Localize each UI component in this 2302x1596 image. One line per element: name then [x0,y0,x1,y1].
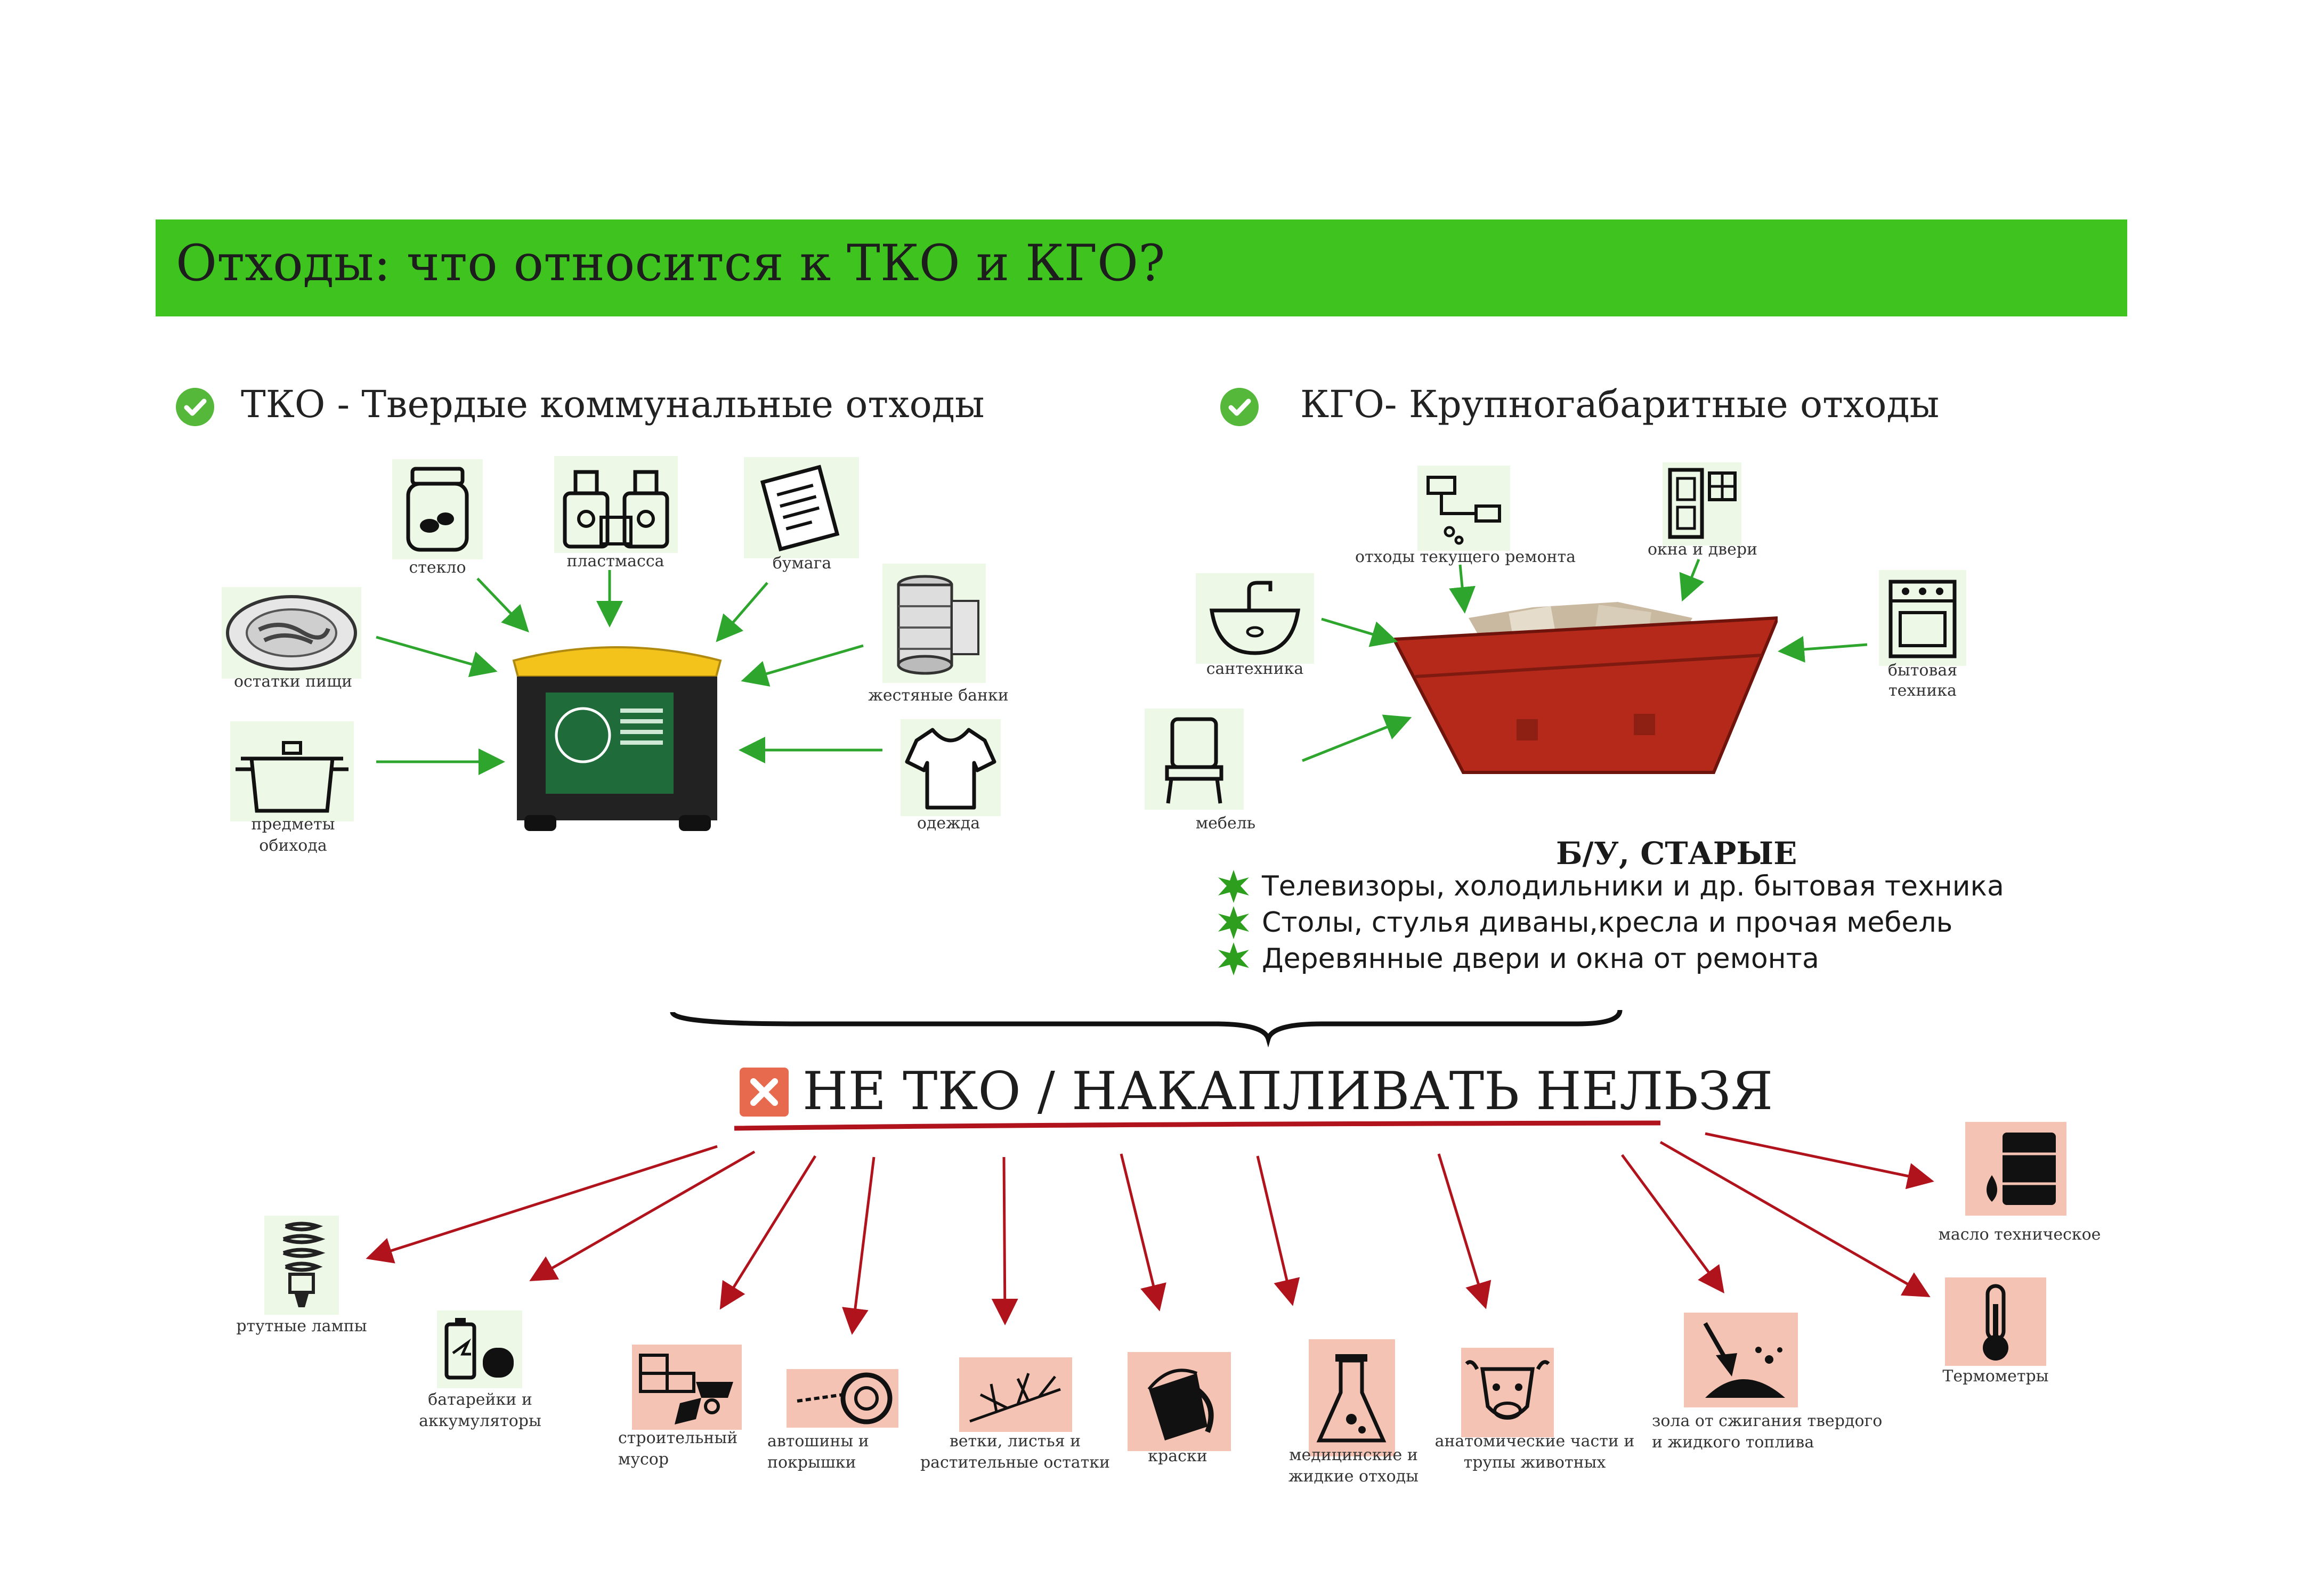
pot-icon [230,721,354,821]
ash-label: зола от сжигания твердого и жидкого топл… [1652,1412,1883,1452]
plastic-label: пластмасса [566,552,664,571]
not-tko-heading: НЕ ТКО / НАКАПЛИВАТЬ НЕЛЬЗЯ [803,1061,1773,1122]
construction-label: строительный мусор [618,1429,738,1469]
list-item: Столы, стулья диваны,кресла и прочая меб… [1216,905,2004,941]
clothes-label: одежда [917,814,980,833]
sink-icon [1196,573,1314,664]
check-icon [176,388,214,426]
tires-label: автошины и покрышки [767,1432,869,1472]
paper-icon [744,457,859,558]
windows-label: окна и двери [1647,540,1758,559]
list-item-text: Телевизоры, холодильники и др. бытовая т… [1262,870,2004,902]
star-icon [1218,942,1249,975]
branches-label: ветки, листья и растительные остатки [920,1432,1111,1472]
plastic-bottles-icon [554,456,678,553]
chair-icon [1145,709,1244,810]
household-label: предметы обихода [251,815,335,855]
branches-icon [959,1357,1072,1432]
list-item-text: Столы, стулья диваны,кресла и прочая меб… [1262,907,1953,939]
tko-heading: ТКО - Твердые коммунальные отходы [241,382,985,426]
kgo-heading: КГО- Крупногабаритные отходы [1300,382,1940,426]
tin-cans-icon [882,564,986,683]
check-icon [1220,388,1259,426]
shirt-icon [901,719,1001,816]
appliances-label: бытовая техника [1887,661,1958,700]
medical-label: медицинские и жидкие отходы [1288,1446,1419,1486]
list-item: Деревянные двери и окна от ремонта [1216,941,2004,977]
faucet-pipe-icon [1417,466,1510,551]
batteries-label: батарейки и аккумуляторы [419,1390,541,1430]
waste-bin-image [503,639,731,831]
oil-label: масло техническое [1938,1225,2101,1244]
battery-icon [437,1310,522,1388]
ash-shovel-icon [1684,1313,1798,1407]
door-window-icon [1663,462,1741,545]
paint-bucket-icon [1128,1352,1231,1451]
used-items-list: Телевизоры, холодильники и др. бытовая т… [1216,868,2004,977]
medical-flask-icon [1309,1339,1395,1456]
mercury-lamp-icon [264,1216,339,1315]
animal-label: анатомические части и трупы животных [1434,1432,1635,1472]
thermometer-icon [1945,1277,2046,1366]
bulky-waste-container-image [1391,597,1780,788]
plumbing-label: сантехника [1206,659,1304,678]
glass-jar-icon [392,459,483,559]
oil-barrel-icon [1965,1122,2066,1216]
used-items-title: Б/У, СТАРЫЕ [1556,835,1797,872]
construction-waste-icon [632,1345,742,1430]
stove-icon [1879,570,1966,666]
x-icon [740,1068,789,1117]
repair-label: отходы текущего ремонта [1355,548,1576,566]
list-item-text: Деревянные двери и окна от ремонта [1262,943,1819,975]
list-item: Телевизоры, холодильники и др. бытовая т… [1216,868,2004,905]
tire-icon [787,1369,898,1428]
cans-label: жестяные банки [868,686,1009,705]
food-label: остатки пищи [233,672,353,691]
page-title: Отходы: что относится к ТКО и КГО? [176,234,1165,292]
cow-head-icon [1461,1348,1554,1437]
food-plate-icon [222,587,361,679]
glass-label: стекло [409,558,466,577]
star-icon [1218,870,1249,903]
paints-label: краски [1148,1447,1207,1465]
paper-label: бумага [772,554,832,573]
furniture-label: мебель [1195,814,1256,833]
title-bar [156,219,2127,316]
star-icon [1218,906,1249,939]
lamps-label: ртутные лампы [236,1317,367,1336]
thermometers-label: Термометры [1942,1367,2049,1386]
